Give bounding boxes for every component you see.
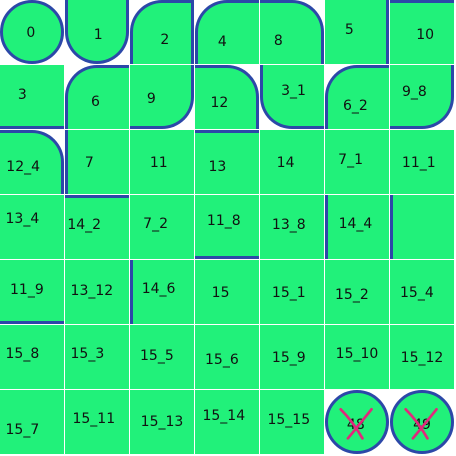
tile-label: 12	[210, 94, 229, 111]
tile-label: 14	[276, 155, 295, 172]
tile-label: 15_2	[335, 287, 369, 304]
tile-7-2[interactable]: 7_2	[130, 195, 194, 259]
tile-label: 5	[344, 22, 354, 39]
tile-6-2[interactable]: 6_2	[325, 65, 389, 129]
tile-label: 6_2	[343, 97, 368, 114]
cross-mark-icon	[404, 407, 438, 440]
tile-3-1[interactable]: 3_1	[260, 65, 324, 129]
tile-15-13[interactable]: 15_13	[130, 390, 194, 454]
tile-12[interactable]: 12	[195, 65, 259, 129]
tile-label: 11_9	[10, 281, 44, 298]
tile-label: 11	[149, 155, 168, 172]
tile-7-1[interactable]: 7_1	[325, 130, 389, 194]
tile-label: 13	[208, 158, 227, 175]
tile-label: 15_4	[400, 285, 434, 302]
tile-label: 13_8	[271, 217, 306, 234]
tile-15-15[interactable]: 15_15	[260, 390, 324, 454]
tile-label: 9	[146, 90, 156, 107]
tile-15-1[interactable]: 15_1	[260, 260, 324, 324]
tile-label: 9_8	[401, 84, 427, 101]
tile-1[interactable]: 1	[65, 0, 129, 64]
tile-label: 15_9	[271, 350, 306, 367]
tile-15-11[interactable]: 15_11	[65, 390, 129, 454]
tile-14[interactable]: 14	[260, 130, 324, 194]
tile-15-12[interactable]: 15_12	[390, 325, 454, 389]
tile-9[interactable]: 9	[130, 65, 194, 129]
tile-7[interactable]: 7	[65, 130, 129, 194]
tile-15-4[interactable]: 15_4	[390, 260, 454, 324]
tile-9-8[interactable]: 9_8	[390, 65, 454, 129]
tile-15-5[interactable]: 15_5	[130, 325, 194, 389]
tile-label: 6	[90, 93, 100, 110]
tile-label: 3_1	[281, 82, 306, 99]
tile-label: 11_8	[206, 212, 241, 229]
tile-label: 14_2	[67, 217, 102, 234]
tile-14-4[interactable]: 14_4	[325, 195, 389, 259]
tile-11[interactable]: 11	[130, 130, 194, 194]
tile-label: 0	[26, 25, 36, 42]
tile-6[interactable]: 6	[65, 65, 129, 129]
tile-11-8[interactable]: 11_8	[195, 195, 259, 259]
tile-48[interactable]: 48	[325, 390, 389, 454]
tile-15-14[interactable]: 15_14	[195, 390, 259, 454]
tile-11-9[interactable]: 11_9	[0, 260, 64, 324]
tile-49[interactable]: 49	[390, 390, 454, 454]
tile-label: 15_15	[267, 412, 311, 429]
tile-label: 7	[84, 155, 94, 172]
tile-label: 11_1	[401, 155, 436, 172]
tile-3[interactable]: 3	[0, 65, 64, 129]
tile-label: 2	[160, 31, 170, 48]
tile-13[interactable]: 13	[195, 130, 259, 194]
tile-2[interactable]: 2	[130, 0, 194, 64]
tile-label: 13_12	[70, 283, 114, 300]
tile-label: 15_5	[140, 348, 174, 365]
tile-15-6[interactable]: 15_6	[195, 325, 259, 389]
tile-15[interactable]: 15	[195, 260, 259, 324]
tile-label: 15_11	[72, 410, 116, 427]
tile-label: 10	[416, 26, 435, 43]
tile-label: 15	[211, 285, 230, 302]
tile-label: 7_2	[143, 215, 169, 232]
tile-13-4[interactable]: 13_4	[0, 195, 64, 259]
tile-5[interactable]: 5	[325, 0, 389, 64]
tile-8[interactable]: 8	[260, 0, 324, 64]
tile-label: 15_3	[70, 345, 105, 362]
tile-label: 15_12	[400, 350, 444, 367]
tile-15-9[interactable]: 15_9	[260, 325, 324, 389]
tile-label: 14_6	[141, 280, 176, 297]
tile-12-4[interactable]: 12_4	[0, 130, 64, 194]
tile-label: 14_4	[338, 215, 373, 232]
tile-4[interactable]: 4	[195, 0, 259, 64]
tile-label: 15_6	[205, 352, 239, 369]
tile-15-10[interactable]: 15_10	[325, 325, 389, 389]
tile-label: 15_7	[5, 421, 40, 438]
tile-11-1[interactable]: 11_1	[390, 130, 454, 194]
tile-blank[interactable]	[390, 195, 454, 259]
tile-label: 15_10	[335, 345, 379, 362]
tile-13-8[interactable]: 13_8	[260, 195, 324, 259]
tile-14-2[interactable]: 14_2	[65, 195, 129, 259]
tile-15-7[interactable]: 15_7	[0, 390, 64, 454]
tile-label: 3	[17, 86, 27, 103]
tile-0[interactable]: 0	[0, 0, 64, 64]
tile-label: 15_13	[140, 414, 184, 430]
tile-label: 15_14	[202, 407, 246, 424]
tile-label: 4	[217, 34, 227, 51]
cross-mark-icon	[339, 407, 373, 440]
tile-15-3[interactable]: 15_3	[65, 325, 129, 389]
tile-label: 7_1	[338, 152, 364, 169]
tile-14-6[interactable]: 14_6	[130, 260, 194, 324]
tile-label: 15_8	[5, 345, 40, 362]
tile-label: 15_1	[271, 285, 306, 302]
tile-label: 8	[273, 32, 283, 49]
tile-label: 1	[93, 27, 103, 44]
tile-15-8[interactable]: 15_8	[0, 325, 64, 389]
tile-10[interactable]: 10	[390, 0, 454, 64]
tile-label: 13_4	[5, 211, 40, 228]
tile-13-12[interactable]: 13_12	[65, 260, 129, 324]
tile-15-2[interactable]: 15_2	[325, 260, 389, 324]
tile-label: 12_4	[6, 158, 41, 175]
